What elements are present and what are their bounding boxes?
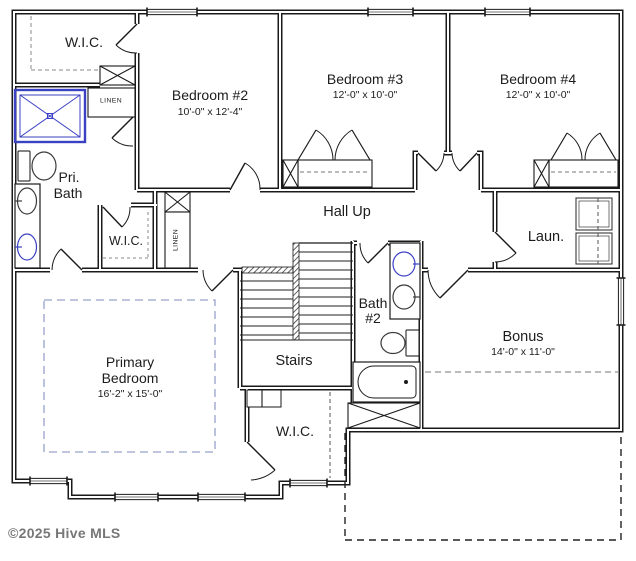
stairs-graphic xyxy=(240,242,353,341)
bathtub-icon xyxy=(352,361,421,403)
watermark-text: ©2025 Hive MLS xyxy=(8,525,121,541)
toilet-icon xyxy=(380,329,420,357)
room-label-bedroom2: Bedroom #2 xyxy=(171,87,249,103)
room-label-primary-2: Bedroom xyxy=(101,370,159,386)
bath2-fixtures xyxy=(352,242,421,403)
window-bedroom2-top xyxy=(146,7,198,17)
door-arc xyxy=(451,152,461,172)
sink-icon xyxy=(15,187,38,215)
closets xyxy=(87,65,619,429)
door-leaf xyxy=(459,152,478,172)
stair-treads xyxy=(240,251,353,341)
room-label-pri-bath-2: Bath xyxy=(53,185,83,201)
room-dims-bedroom3: 12'-0" x 10'-0" xyxy=(332,88,398,101)
windows xyxy=(29,7,626,502)
door-arc xyxy=(494,252,517,263)
room-dims-primary: 16'-2" x 15'-0" xyxy=(97,387,163,400)
room-label-bonus: Bonus xyxy=(502,328,544,345)
chase-x-box-wic-top xyxy=(99,65,136,86)
door-leaf xyxy=(367,242,389,264)
closet-label-linen-top: LINEN xyxy=(99,97,123,105)
room-label-laundry: Laun. xyxy=(527,228,565,245)
pri-bath-fixtures xyxy=(13,88,87,269)
door-leaf xyxy=(229,162,246,191)
room-label-primary-1: Primary xyxy=(105,354,155,370)
door-arc xyxy=(111,137,134,147)
room-label-pri-bath-1: Pri. xyxy=(58,169,80,185)
window-bedroom3-top xyxy=(367,7,414,17)
door-arc xyxy=(435,152,445,172)
door-arc xyxy=(202,269,213,292)
door-arc xyxy=(115,44,138,54)
wic-top-shelf-dashed xyxy=(30,16,98,71)
room-label-bedroom4: Bedroom #4 xyxy=(499,71,577,87)
door-leaf xyxy=(60,248,83,271)
door-arc xyxy=(427,269,441,299)
tray-ceiling-dashed xyxy=(43,299,216,453)
stair-rail-hatched xyxy=(292,242,300,341)
door-leaf xyxy=(111,116,134,139)
room-label-wic-top: W.I.C. xyxy=(64,34,104,50)
room-label-bath2-1: Bath xyxy=(358,295,388,311)
door-leaf xyxy=(439,269,469,299)
dashed-lines xyxy=(30,16,622,541)
closet-door-leaf xyxy=(550,132,617,161)
closet-door-arc xyxy=(566,132,601,161)
room-dims-bedroom4: 12'-0" x 10'-0" xyxy=(505,88,571,101)
door-leaf xyxy=(102,206,123,228)
doors xyxy=(51,23,617,481)
linen-top-box xyxy=(87,87,136,118)
chase-x-box-bath2 xyxy=(347,402,421,429)
closet-door-arc xyxy=(315,129,353,161)
roof-outline-dashed xyxy=(344,433,622,541)
closet-door-leaf xyxy=(297,129,371,161)
room-label-bath2-2: #2 xyxy=(365,310,381,326)
stair-rail-hatched xyxy=(241,266,294,274)
window-bedroom4-top xyxy=(484,7,531,17)
door-leaf xyxy=(211,269,234,292)
room-label-wic-mid: W.I.C. xyxy=(108,233,144,248)
door-arc xyxy=(250,469,276,481)
wic-mid-shelf-dashed xyxy=(103,212,149,259)
window-primary-bay-1 xyxy=(114,492,159,502)
toilet-icon xyxy=(17,150,57,182)
window-primary-bay-2 xyxy=(197,492,246,502)
room-label-wic-bottom: W.I.C. xyxy=(275,423,315,439)
shower-icon xyxy=(13,88,87,144)
closet-bedroom4 xyxy=(533,159,619,188)
door-arc xyxy=(244,162,261,191)
door-leaf xyxy=(246,441,276,471)
door-leaf xyxy=(494,231,517,254)
room-label-stairs: Stairs xyxy=(275,352,313,369)
sink-icon xyxy=(392,284,420,310)
linen-mid-box xyxy=(164,211,191,269)
room-label-hall-up: Hall Up xyxy=(323,203,371,220)
door-leaf xyxy=(115,23,138,46)
closet-bedroom3 xyxy=(282,159,373,188)
door-arc xyxy=(121,206,131,228)
chase-x-box-linen-mid xyxy=(164,191,191,213)
washer-dryer-icon xyxy=(575,197,613,265)
under-stairs-shelf xyxy=(246,389,282,408)
room-dims-bonus: 14'-0" x 11'-0" xyxy=(491,345,555,358)
window-primary-left-bottom xyxy=(29,476,68,486)
door-arc xyxy=(359,242,369,264)
closet-label-linen-mid: LINEN xyxy=(172,228,180,252)
door-arc xyxy=(51,248,62,271)
sink-icon xyxy=(392,251,420,277)
vanity-double-sink xyxy=(14,183,41,269)
sink-icon xyxy=(15,233,38,261)
laundry-fixtures xyxy=(575,197,613,265)
room-label-bedroom3: Bedroom #3 xyxy=(326,71,404,87)
window-bonus-right xyxy=(616,277,626,326)
door-leaf xyxy=(417,152,437,172)
vanity-double-sink xyxy=(389,242,421,320)
room-dims-bedroom2: 10'-0" x 12'-4" xyxy=(177,105,243,118)
window-wic-bottom xyxy=(289,478,328,488)
